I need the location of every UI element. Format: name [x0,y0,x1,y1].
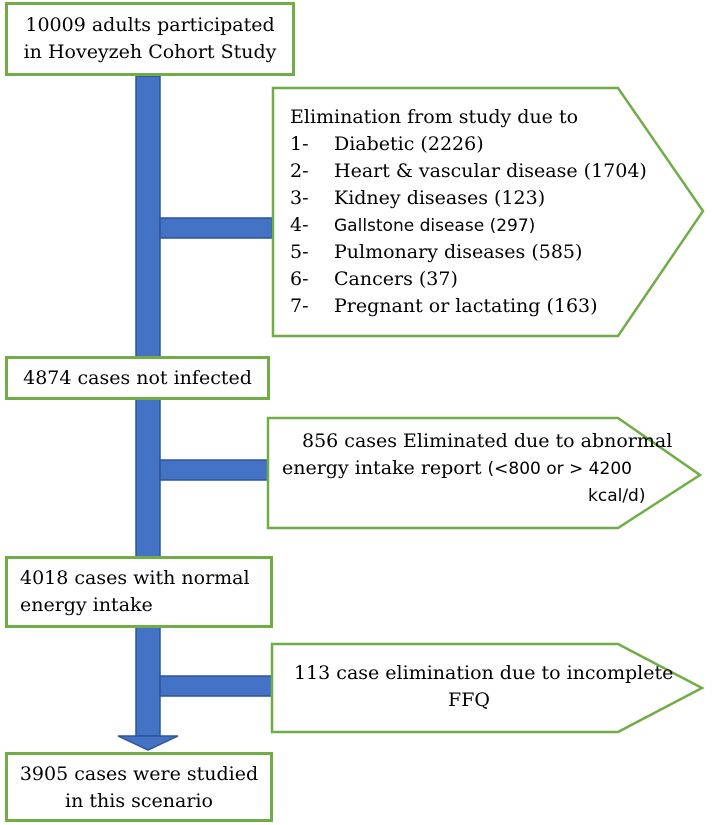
exclusion-1-item-number: 4- [290,214,309,236]
exclusion-callout-3: 113 case elimination due to incomplete F… [284,660,684,714]
step-4-line-2: in this scenario [65,790,213,812]
branch-connector-2 [159,459,271,481]
exclusion-1-item-number: 2- [290,160,309,182]
step-2-line-1: 4874 cases not infected [23,367,252,389]
exclusion-1-item: 6- Cancers (37) [290,266,458,293]
exclusion-1-item-number: 1- [290,133,309,155]
exclusion-1-item: 5- Pulmonary diseases (585) [290,239,582,266]
step-4-line-1: 3905 cases were studied [19,763,259,785]
exclusion-2-line-1: 856 cases Eliminated due to abnormal [302,430,673,452]
exclusion-2-line-2-serif: energy intake report [282,457,488,479]
exclusion-1-item-text: Diabetic (2226) [334,133,484,155]
main-arrow-head [117,735,179,751]
exclusion-1-list: 1- Diabetic (2226) 2- Heart & vascular dis… [290,131,690,321]
exclusion-3-line-1: 113 case elimination due to incomplete [294,662,674,684]
exclusion-callout-2: 856 cases Eliminated due to abnormal ene… [282,428,682,510]
exclusion-3-line-2: FFQ [448,689,490,711]
step-1-line-1: 10009 adults participated [25,14,275,36]
step-box-final-sample: 3905 cases were studied in this scenario [5,752,273,822]
exclusion-callout-1: Elimination from study due to 1- Diabetic… [290,104,690,321]
exclusion-1-item-text: Kidney diseases (123) [334,187,546,209]
exclusion-1-item: 2- Heart & vascular disease (1704) [290,158,647,185]
exclusion-1-item: 3- Kidney diseases (123) [290,185,545,212]
exclusion-2-line-2: energy intake report (<800 or > 4200 [282,455,682,483]
exclusion-1-item: 1- Diabetic (2226) [290,131,484,158]
step-3-line-1: 4018 cases with normal [20,567,250,589]
exclusion-1-item-text: Heart & vascular disease (1704) [334,160,647,182]
exclusion-1-title: Elimination from study due to [290,106,579,128]
exclusion-2-line-3: kcal/d) [588,486,646,506]
main-arrow-shaft [135,75,161,737]
exclusion-1-item-text: Pulmonary diseases (585) [334,241,583,263]
exclusion-1-item: 4- Gallstone disease (297) [290,212,535,240]
exclusion-1-item-number: 7- [290,295,309,317]
exclusion-1-item-text: Cancers (37) [334,268,458,290]
step-box-enrolled: 10009 adults participated in Hoveyzeh Co… [5,2,295,76]
exclusion-2-line-2-range: (<800 or > 4200 [487,459,632,479]
step-box-normal-energy: 4018 cases with normal energy intake [5,556,273,628]
exclusion-1-item-number: 3- [290,187,309,209]
step-3-line-2: energy intake [20,594,153,616]
exclusion-1-item-number: 5- [290,241,309,263]
exclusion-1-item-number: 6- [290,268,309,290]
step-box-not-infected: 4874 cases not infected [5,356,270,400]
branch-connector-3 [159,675,273,697]
step-1-line-2: in Hoveyzeh Cohort Study [23,41,277,63]
exclusion-callout-1-shape [271,86,705,338]
exclusion-1-item-text: Gallstone disease (297) [334,216,536,236]
exclusion-1-item: 7- Pregnant or lactating (163) [290,293,598,320]
exclusion-callout-3-shape [270,642,705,734]
exclusion-1-item-text: Pregnant or lactating (163) [334,295,598,317]
exclusion-callout-2-shape [266,416,703,530]
branch-connector-1 [159,217,273,239]
